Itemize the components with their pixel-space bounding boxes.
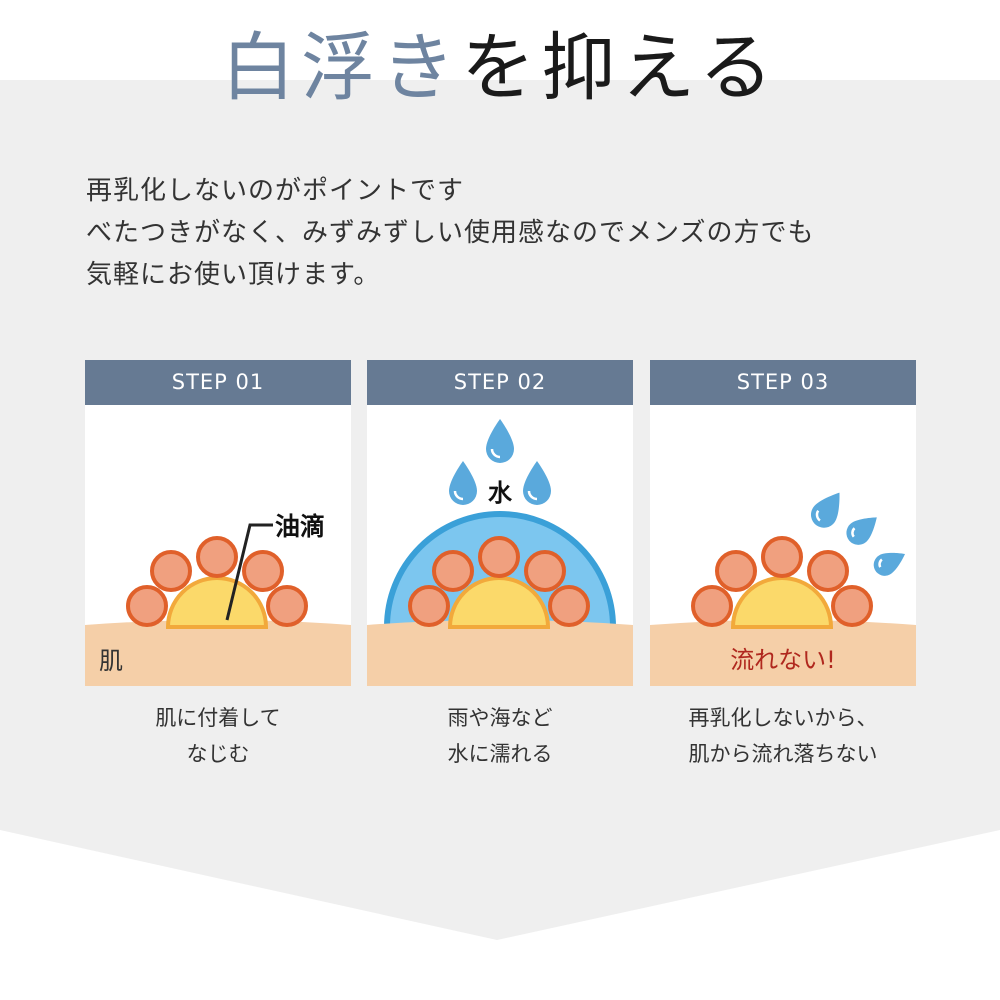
intro-line-1: 再乳化しないのがポイントです bbox=[86, 176, 465, 206]
oil-label: 油滴 bbox=[275, 512, 325, 541]
step-2-caption-line-1: 雨や海など bbox=[447, 706, 553, 730]
oil-droplet bbox=[761, 536, 803, 578]
step-3-caption: 再乳化しないから、 肌から流れ落ちない bbox=[650, 700, 916, 772]
skin-layer bbox=[367, 620, 633, 686]
step-3-caption-line-2: 肌から流れ落ちない bbox=[688, 742, 878, 766]
step-2-header: STEP 02 bbox=[367, 360, 633, 405]
skin-layer bbox=[650, 620, 916, 686]
step-1-caption: 肌に付着して なじむ bbox=[85, 700, 351, 772]
oil-droplet bbox=[126, 585, 168, 627]
step-3-illustration: 流れない! bbox=[650, 492, 916, 686]
no-run-off-label: 流れない! bbox=[730, 646, 836, 674]
step-card-2: STEP 02 水 bbox=[367, 360, 633, 686]
oil-droplet bbox=[478, 536, 520, 578]
oil-droplet bbox=[524, 550, 566, 592]
oil-droplet bbox=[807, 550, 849, 592]
title-accent: 白浮き bbox=[221, 25, 462, 111]
oil-droplet bbox=[150, 550, 192, 592]
oil-droplet bbox=[432, 550, 474, 592]
intro-text: 再乳化しないのがポイントです べたつきがなく、みずみずしい使用感なのでメンズの方… bbox=[86, 170, 966, 296]
oil-droplet bbox=[242, 550, 284, 592]
intro-line-2: べたつきがなく、みずみずしい使用感なのでメンズの方でも bbox=[86, 218, 815, 248]
step-1-caption-line-2: なじむ bbox=[186, 742, 250, 766]
water-drop-icon bbox=[449, 461, 477, 505]
step-3-header: STEP 03 bbox=[650, 360, 916, 405]
skin-layer bbox=[85, 620, 351, 686]
water-drop-icon bbox=[846, 517, 877, 545]
oil-droplet bbox=[196, 536, 238, 578]
oil-droplet bbox=[548, 585, 590, 627]
step-2-caption-line-2: 水に濡れる bbox=[447, 742, 553, 766]
step-2-caption: 雨や海など 水に濡れる bbox=[367, 700, 633, 772]
step-1-illustration: 油滴 肌 bbox=[85, 512, 351, 686]
water-drop-icon bbox=[873, 552, 906, 576]
oil-droplet bbox=[408, 585, 450, 627]
page-title: 白浮きを抑える bbox=[0, 22, 1000, 115]
oil-droplet bbox=[266, 585, 308, 627]
oil-core bbox=[730, 576, 834, 629]
oil-core bbox=[447, 576, 551, 629]
step-2-illustration: 水 bbox=[367, 419, 633, 686]
step-1-header: STEP 01 bbox=[85, 360, 351, 405]
step-3-caption-line-1: 再乳化しないから、 bbox=[688, 706, 878, 730]
step-card-3: STEP 03 流れない! bbox=[650, 360, 916, 686]
oil-droplet bbox=[691, 585, 733, 627]
title-rest: を抑える bbox=[461, 25, 779, 111]
step-1-caption-line-1: 肌に付着して bbox=[155, 706, 281, 730]
oil-label-leader bbox=[225, 523, 273, 621]
step-card-1: STEP 01 油滴 肌 bbox=[85, 360, 351, 686]
oil-droplet bbox=[715, 550, 757, 592]
skin-label: 肌 bbox=[99, 647, 123, 675]
intro-line-3: 気軽にお使い頂けます。 bbox=[86, 260, 381, 290]
water-drop-icon bbox=[811, 492, 840, 528]
water-drop-icon bbox=[486, 419, 514, 463]
oil-core bbox=[165, 576, 269, 629]
water-drop-icon bbox=[523, 461, 551, 505]
oil-droplet bbox=[831, 585, 873, 627]
water-label: 水 bbox=[488, 479, 513, 507]
